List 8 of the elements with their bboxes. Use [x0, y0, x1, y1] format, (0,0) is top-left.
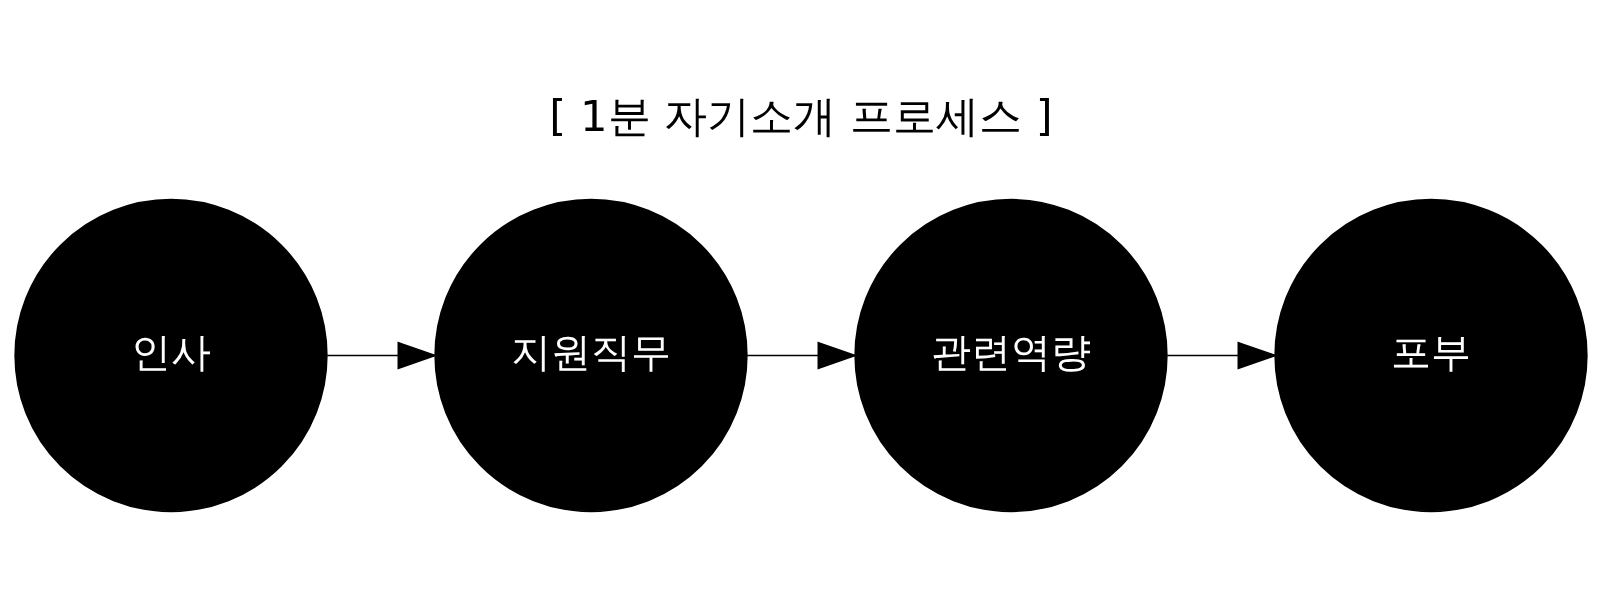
arrow: [746, 341, 858, 369]
arrow: [1166, 341, 1278, 369]
node-circle: 관련역량: [854, 198, 1168, 512]
diagram-title: [ 1분 자기소개 프로세스 ]: [549, 90, 1053, 141]
node-circle: 지원직무: [434, 198, 748, 512]
arrow: [326, 341, 438, 369]
node-circle: 인사: [14, 198, 328, 512]
node-circle: 포부: [1274, 198, 1588, 512]
